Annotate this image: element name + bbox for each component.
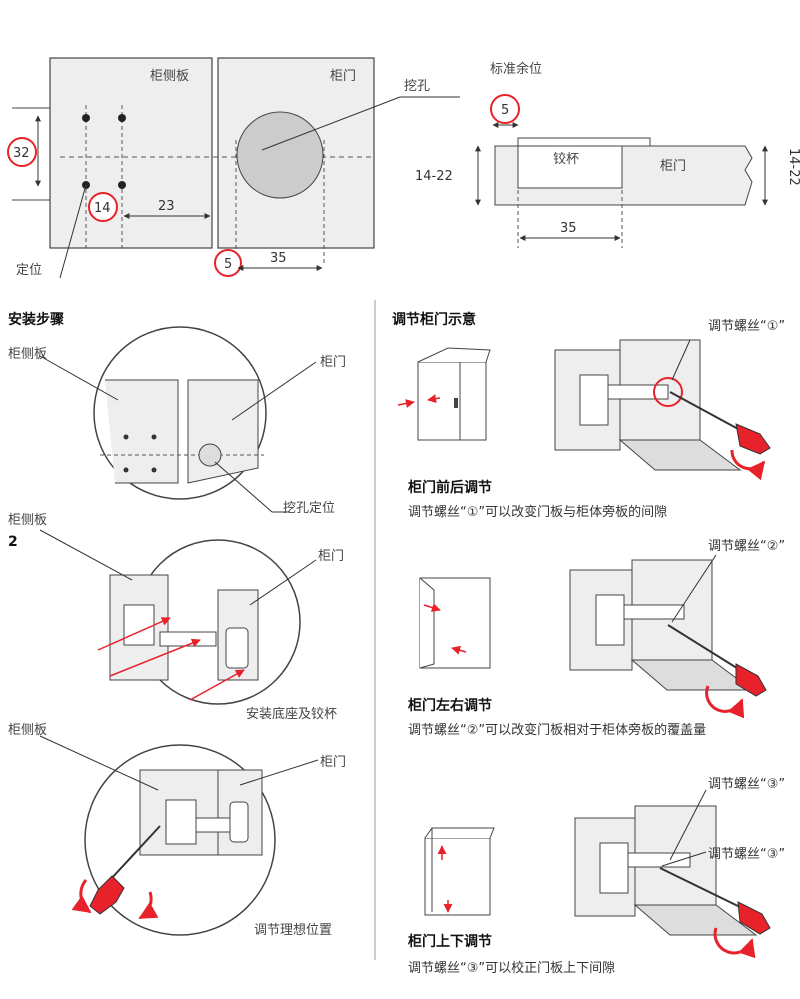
- item3-title: 柜门上下调节: [408, 933, 492, 950]
- heading-install-steps: 安装步骤: [8, 311, 64, 328]
- item2-screw-label: 调节螺丝“②”: [708, 539, 785, 554]
- item3-desc: 调节螺丝“③”可以校正门板上下间隙: [408, 960, 615, 976]
- step2-door-label: 柜门: [318, 549, 344, 564]
- top-layout-diagram: 柜侧板 柜门 挖孔 32 14 23 5 35 定位: [7, 57, 460, 279]
- step2-number: 2: [8, 534, 18, 550]
- dim-23: 23: [158, 199, 175, 214]
- label-standard-margin: 标准余位: [490, 61, 542, 77]
- item1-screw-label: 调节螺丝“①”: [708, 319, 785, 334]
- item2-title: 柜门左右调节: [408, 697, 492, 714]
- item1-desc: 调节螺丝“①”可以改变门板与柜体旁板的间隙: [408, 504, 667, 520]
- step1-door-label: 柜门: [320, 355, 346, 370]
- label-positioning: 定位: [16, 263, 42, 278]
- step1-side-label: 柜侧板: [8, 347, 47, 362]
- dim-5-right: 5: [501, 103, 509, 118]
- label-door: 柜门: [330, 69, 356, 84]
- dim-14-22-right: 14-22: [786, 148, 800, 186]
- label-side-panel: 柜侧板: [150, 69, 189, 84]
- step3-side-label: 柜侧板: [8, 723, 47, 738]
- step2-side-label: 柜侧板: [8, 513, 47, 528]
- side-panel-shape: [49, 57, 213, 249]
- item2-desc: 调节螺丝“②”可以改变门板相对于柜体旁板的覆盖量: [408, 722, 706, 738]
- dim-5-left: 5: [224, 257, 232, 272]
- step2-caption: 安装底座及铰杯: [246, 706, 337, 722]
- label-door-section: 柜门: [660, 159, 686, 174]
- install-step-3: 柜侧板 柜门 调节理想位置: [8, 723, 346, 938]
- item1-title: 柜门前后调节: [408, 479, 492, 496]
- install-step-1: 柜侧板 柜门 挖孔定位: [8, 326, 346, 516]
- step3-door-label: 柜门: [320, 755, 346, 770]
- dim-14: 14: [94, 201, 111, 216]
- label-dig-hole: 挖孔: [404, 79, 430, 94]
- install-step-2: 柜侧板 2 柜门 安装底座及铰杯: [8, 513, 344, 722]
- dim-35-right: 35: [560, 221, 577, 236]
- step3-caption: 调节理想位置: [254, 922, 332, 938]
- adjust-item-left-right: 调节螺丝“②” 柜门左右调节 调节螺丝“②”可以改变门板相对于柜体旁板的覆盖量: [408, 539, 785, 738]
- top-section-diagram: 标准余位 5 铰杯 柜门 14-22 14-22 35: [415, 61, 800, 248]
- dim-35-left: 35: [270, 251, 287, 266]
- item3-screw-label-a: 调节螺丝“③”: [708, 777, 785, 792]
- dim-14-22-left: 14-22: [415, 169, 453, 184]
- step1-caption: 挖孔定位: [283, 501, 335, 516]
- heading-door-adjust: 调节柜门示意: [392, 311, 476, 328]
- dim-32: 32: [13, 146, 30, 161]
- label-hinge-cup: 铰杯: [553, 152, 579, 167]
- item3-screw-label-b: 调节螺丝“③”: [708, 847, 785, 862]
- adjust-item-front-back: 调节螺丝“①” 柜门前后调节 调节螺丝“①”可以改变门板与柜体旁板的间隙: [397, 319, 785, 520]
- adjust-item-up-down: 调节螺丝“③” 调节螺丝“③” 柜门上下调节 调节螺丝“③”可以校正门板上下间隙: [408, 777, 785, 976]
